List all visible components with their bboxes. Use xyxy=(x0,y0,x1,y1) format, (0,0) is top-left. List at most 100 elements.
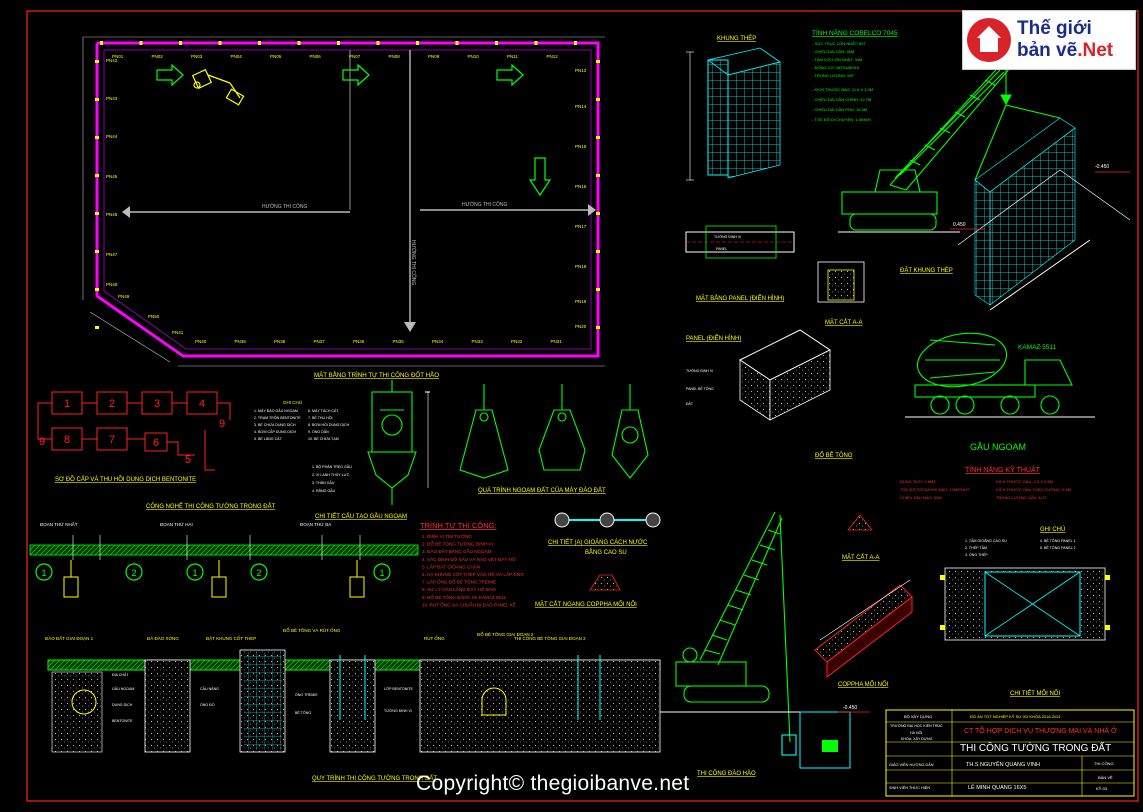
svg-text:- TRỌNG LƯỢNG: 54T: - TRỌNG LƯỢNG: 54T xyxy=(812,73,855,78)
wall-tick xyxy=(596,250,600,253)
diaphragm-wall-outline xyxy=(95,41,600,358)
panel-label: PN34 xyxy=(432,339,444,344)
svg-text:3. ỐNG THÉP: 3. ỐNG THÉP xyxy=(965,552,988,557)
svg-text:PN44: PN44 xyxy=(106,134,118,139)
svg-text:TRỌNG LƯỢNG GẦU: 6.2T: TRỌNG LƯỢNG GẦU: 6.2T xyxy=(996,495,1047,500)
panel-label: PN39 xyxy=(235,339,247,344)
flow-side-number: 5 xyxy=(185,454,191,466)
sequence-step: 5. LẮP ĐẶT GIOĂNG CHẶN xyxy=(422,562,480,569)
tb-stage: THI CÔNG xyxy=(1094,761,1114,766)
wall-tick xyxy=(179,41,182,45)
svg-text:DUNG DỊCH: DUNG DỊCH xyxy=(112,703,133,707)
plan-title: MẶT BẰNG TRÌNH TỰ THI CÔNG ĐỐT HẦO xyxy=(314,371,439,379)
svg-text:TƯỜNG ĐỊNH VỊ: TƯỜNG ĐỊNH VỊ xyxy=(384,708,412,713)
svg-text:PN18: PN18 xyxy=(575,264,587,269)
flow-box-label: 4 xyxy=(199,398,205,410)
wall-tick xyxy=(596,212,600,215)
process-step-label: ĐẶT KHUNG CỐT THÉP xyxy=(206,635,256,641)
flow-box-label: 7 xyxy=(109,434,115,446)
svg-text:- KÍCH THƯỚC BAO: 11.6 X 3.3M: - KÍCH THƯỚC BAO: 11.6 X 3.3M xyxy=(812,87,873,92)
tb-city: HÀ NỘI xyxy=(910,730,922,735)
cage-drop-label: ĐẶT KHUNG THÉP xyxy=(900,267,953,274)
wall-tick xyxy=(95,136,99,139)
svg-text:2. THÉP TẤM: 2. THÉP TẤM xyxy=(965,545,987,550)
formwork-joint: COPPHA MỐI NỐI xyxy=(814,579,913,688)
svg-text:BENTONITE: BENTONITE xyxy=(112,719,133,723)
panel-label: PN36 xyxy=(353,339,365,344)
svg-text:PN19: PN19 xyxy=(575,299,587,304)
sequence-step: 3. ĐÀO ĐẤT BẰNG GẦU NGOẠM xyxy=(422,547,492,554)
grab-title: GẦU NGOẠM xyxy=(970,442,1026,452)
svg-text:PN17: PN17 xyxy=(575,224,587,229)
tb-advisor-role: GIÁO VIÊN HƯỚNG DẪN xyxy=(889,762,934,767)
svg-text:PN15: PN15 xyxy=(575,144,587,149)
svg-text:PN43: PN43 xyxy=(106,96,118,101)
panel-label: PN09 xyxy=(428,54,440,59)
left-step-label: ĐOẠN THỨ NHẤT xyxy=(40,521,78,527)
panel-plan-title: MẶT BẰNG PANEL (ĐIỂN HÌNH) xyxy=(696,294,784,302)
svg-text:ĐỊA CHẤT: ĐỊA CHẤT xyxy=(112,673,129,677)
svg-text:CHIỀU SÂU ĐÀO: 52M: CHIỀU SÂU ĐÀO: 52M xyxy=(900,495,942,500)
grab-process-title: QUÁ TRÌNH NGOẠM ĐẤT CỦA MÁY ĐÀO ĐẤT xyxy=(478,487,606,494)
panel-label: PN10 xyxy=(468,54,480,59)
site-logo[interactable]: Thế giới bản vẽ.Net xyxy=(962,10,1136,70)
title-block[interactable]: BỘ XÂY DỰNG TRƯỜNG ĐẠI HỌC KIẾN TRÚC HÀ … xyxy=(885,709,1135,797)
svg-text:PANEL: PANEL xyxy=(716,247,727,251)
sequence-step: 1. ĐỊNH VỊ TIM TƯỜNG xyxy=(422,533,472,539)
svg-text:1. BỘ PHẬN TREO GẦU: 1. BỘ PHẬN TREO GẦU xyxy=(312,464,352,469)
svg-text:DUNG TÍCH: 0.8M3: DUNG TÍCH: 0.8M3 xyxy=(900,479,936,484)
technology-strip: ĐOẠN THỨ NHẤT ĐOẠN THỨ HAI ĐOẠN THỨ BA 1… xyxy=(29,521,419,598)
tb-faculty: KHOA: XÂY DỰNG xyxy=(901,737,933,741)
svg-text:3. THÂN GẦU: 3. THÂN GẦU xyxy=(312,481,335,485)
site-plan: HƯỚNG THI CÔNG HƯỚNG THI CÔNG HƯỚNG THI … xyxy=(82,36,605,379)
svg-text:4. BƠM CẤP DUNG DỊCH: 4. BƠM CẤP DUNG DỊCH xyxy=(254,430,297,434)
grab-small-icon xyxy=(63,560,365,598)
copyright-watermark: Copyright© thegioibanve.net xyxy=(416,772,690,795)
panel-plan-drawing: TƯỜNG ĐỊNH VỊ PANEL MẶT BẰNG PANEL (ĐIỂN … xyxy=(685,225,795,302)
svg-text:TƯỜNG ĐỊNH VỊ: TƯỜNG ĐỊNH VỊ xyxy=(714,234,741,239)
sequence-step: 8. XỬ LÝ CẶN LẮNG ĐÁY HỐ ĐÀO xyxy=(422,585,496,592)
logo-line-2a: bản vẽ xyxy=(1017,40,1078,61)
svg-text:- CHIỀU DÀI CẦN PHỤ: 15.5M: - CHIỀU DÀI CẦN PHỤ: 15.5M xyxy=(812,107,867,112)
circle-label: 1 xyxy=(379,568,384,578)
sequence-step: 2. ĐỔ BÊ TÔNG TƯỜNG ĐỊNH VỊ xyxy=(422,540,493,547)
panel-label: PN12 xyxy=(547,54,559,59)
svg-text:BÊ TÔNG: BÊ TÔNG xyxy=(295,710,311,715)
svg-text:PN13: PN13 xyxy=(575,68,587,73)
svg-text:KÍCH THƯỚC GẦU THEO TƯỜNG: 0.8: KÍCH THƯỚC GẦU THEO TƯỜNG: 0.8M xyxy=(996,487,1071,492)
wall-tick xyxy=(95,250,99,253)
trench-5 xyxy=(419,659,661,753)
panel-label: PN02 xyxy=(152,54,164,59)
svg-text:HƯỚNG THI CÔNG: HƯỚNG THI CÔNG xyxy=(410,240,417,286)
sequence-step: 10. RÚT ỐNG VÀ CHUẨN BỊ ĐÀO PANEL KẾ xyxy=(422,601,516,607)
panel-label: PN06 xyxy=(310,54,322,59)
wall-tick xyxy=(95,326,99,329)
circle-label: 2 xyxy=(256,568,261,578)
panel-label: PN31 xyxy=(551,339,563,344)
svg-text:PN41: PN41 xyxy=(172,330,184,335)
crawler-crane-lower xyxy=(675,511,797,756)
svg-text:- TỐC ĐỘ DI CHUYỂN: 1.5KM/H: - TỐC ĐỘ DI CHUYỂN: 1.5KM/H xyxy=(812,117,871,122)
wall-tick xyxy=(495,41,498,45)
svg-text:KÍCH THƯỚC GẦU: 2.5 X 0.6M: KÍCH THƯỚC GẦU: 2.5 X 0.6M xyxy=(996,479,1053,484)
panel-label: PN37 xyxy=(314,339,326,344)
flow-box-label: 2 xyxy=(109,398,115,410)
house-icon xyxy=(967,18,1011,62)
flow-title: SƠ ĐỒ CẤP VÀ THU HỒI DUNG DỊCH BENTONITE xyxy=(55,476,196,483)
wall-tick xyxy=(95,60,99,63)
wall-tick xyxy=(596,98,600,101)
crane-specs: TÍNH NĂNG COBELCO 7045 - SỨC TRỤC LỚN NH… xyxy=(812,28,898,122)
level-label: -0.450 xyxy=(1095,164,1109,170)
svg-text:8. BƠM HỒI DUNG DỊCH: 8. BƠM HỒI DUNG DỊCH xyxy=(308,422,350,427)
panel-label: PN40 xyxy=(195,339,207,344)
svg-text:ĐẤT: ĐẤT xyxy=(686,402,694,406)
tb-drawing-title: THI CÔNG TƯỜNG TRONG ĐẤT xyxy=(960,741,1111,754)
svg-text:5. BÊ TÔNG PANEL 2: 5. BÊ TÔNG PANEL 2 xyxy=(1040,545,1075,550)
svg-text:LỚP BENTONITE: LỚP BENTONITE xyxy=(384,686,414,691)
wall-tick xyxy=(297,41,301,45)
svg-text:CẦU NÂNG: CẦU NÂNG xyxy=(200,687,219,691)
svg-text:PN16: PN16 xyxy=(575,184,587,189)
